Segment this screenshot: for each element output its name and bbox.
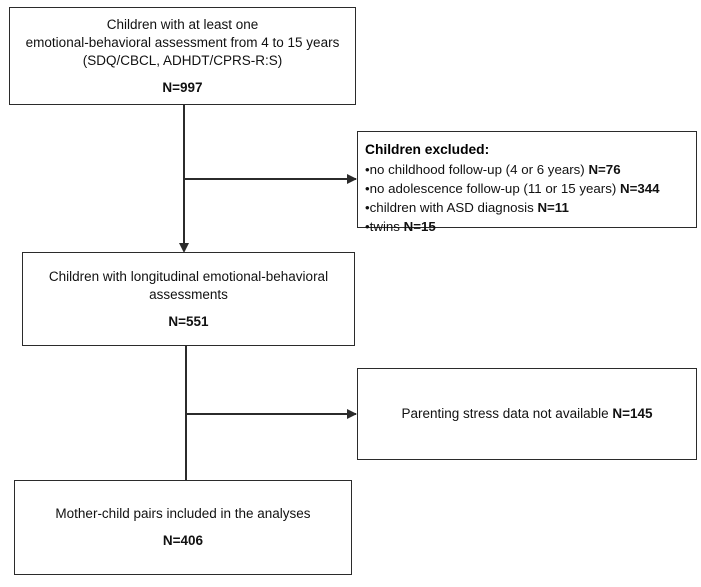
node-parenting-stress-missing: Parenting stress data not available N=14…	[357, 368, 697, 460]
bullet-count: N=15	[403, 219, 436, 234]
bullet-text: no childhood follow-up (4 or 6 years)	[369, 162, 589, 177]
enrolled-count: N=997	[162, 79, 203, 95]
bullet-count: N=76	[588, 162, 621, 177]
bullet-text: twins	[369, 219, 404, 234]
stress-missing-text: Parenting stress data not available	[401, 406, 613, 421]
stress-missing-line: Parenting stress data not available N=14…	[401, 405, 652, 423]
included-count: N=406	[162, 533, 204, 548]
excluded-bullet-no-childhood-followup: •no childhood follow-up (4 or 6 years) N…	[365, 160, 621, 179]
excluded-header: Children excluded:	[365, 142, 490, 157]
longitudinal-line-1: Children with longitudinal emotional-beh…	[48, 268, 329, 284]
node-included-pairs: Mother-child pairs included in the analy…	[14, 480, 352, 575]
enrolled-line-1: Children with at least one	[106, 16, 259, 32]
bullet-text: no adolescence follow-up (11 or 15 years…	[369, 181, 620, 196]
bullet-text: children with ASD diagnosis	[369, 200, 538, 215]
excluded-bullet-twins: •twins N=15	[365, 217, 436, 236]
bullet-count: N=11	[537, 200, 569, 215]
enrolled-line-3: (SDQ/CBCL, ADHDT/CPRS-R:S)	[82, 52, 283, 68]
excluded-bullet-no-adolescence-followup: •no adolescence follow-up (11 or 15 year…	[365, 179, 660, 198]
bullet-marker: •	[365, 162, 370, 177]
enrolled-line-2: emotional-behavioral assessment from 4 t…	[25, 34, 340, 50]
bullet-count: N=344	[619, 181, 660, 196]
bullet-marker: •	[365, 181, 370, 196]
arrowhead-down-longitudinal	[178, 243, 189, 253]
bullet-marker: •	[365, 219, 370, 234]
bullet-marker: •	[365, 200, 370, 215]
node-longitudinal-assessments: Children with longitudinal emotional-beh…	[22, 252, 355, 346]
node-enrolled-children: Children with at least one emotional-beh…	[9, 7, 356, 105]
longitudinal-count: N=551	[168, 313, 209, 329]
longitudinal-line-2: assessments	[149, 286, 228, 302]
excluded-bullet-asd-diagnosis: •children with ASD diagnosis N=11	[365, 198, 569, 217]
connector-enrolled-to-excluded	[184, 178, 356, 180]
arrowhead-right-excluded	[347, 173, 357, 184]
connector-enrolled-to-longitudinal	[183, 105, 185, 245]
included-line-1: Mother-child pairs included in the analy…	[55, 506, 311, 521]
connector-longitudinal-to-stress-missing	[186, 413, 356, 415]
stress-missing-count: N=145	[612, 406, 653, 421]
node-children-excluded: Children excluded: •no childhood follow-…	[357, 131, 697, 234]
arrowhead-right-stress-missing	[347, 408, 357, 419]
